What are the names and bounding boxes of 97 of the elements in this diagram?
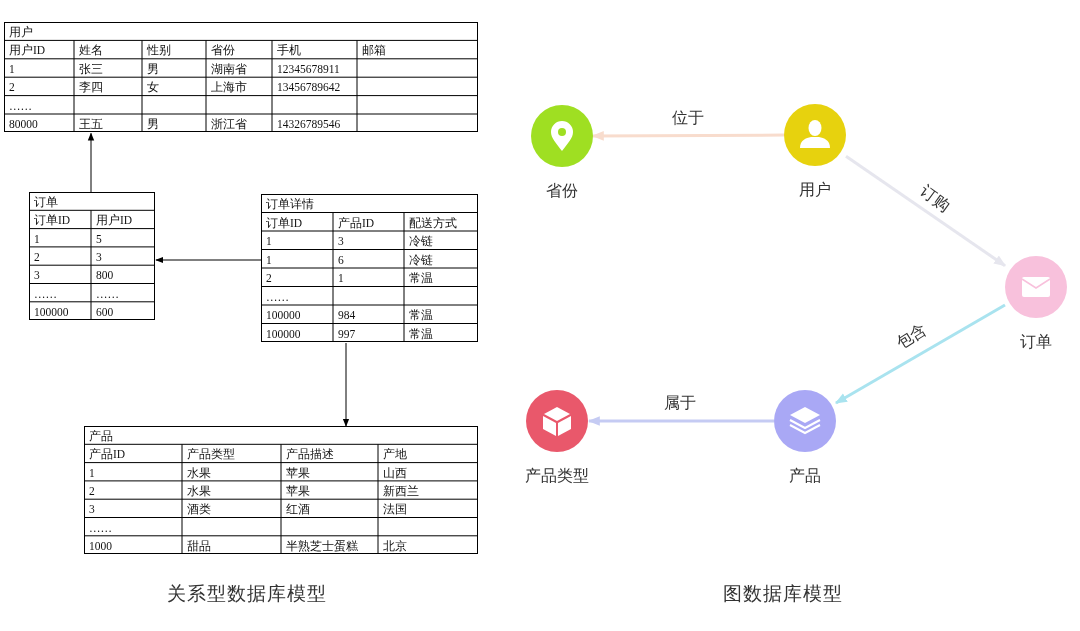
cell-text: 12345678911 bbox=[276, 61, 340, 77]
cell-text: 苹果 bbox=[285, 483, 310, 499]
cell-text: 冷链 bbox=[408, 234, 433, 249]
node-label: 订单 bbox=[1020, 332, 1052, 353]
cell-text: 常温 bbox=[408, 326, 433, 342]
arrow bbox=[845, 155, 1006, 267]
cell-text: 产品类型 bbox=[186, 447, 235, 463]
cell-text: 984 bbox=[337, 308, 356, 323]
arrow bbox=[87, 132, 95, 193]
cell-text: 14326789546 bbox=[276, 117, 341, 132]
caption: 图数据库模型 bbox=[723, 581, 843, 606]
cell-text: …… bbox=[95, 286, 119, 302]
cell-text: 997 bbox=[337, 326, 356, 342]
cell-text: 100000 bbox=[265, 326, 301, 342]
node-label: 用户 bbox=[799, 180, 831, 201]
cell-text: 100000 bbox=[265, 308, 301, 323]
cell-text: 红酒 bbox=[285, 502, 310, 518]
cell-text: 湖南省 bbox=[210, 61, 247, 77]
cell-text: 配送方式 bbox=[408, 215, 457, 231]
cell-text: 手机 bbox=[276, 43, 301, 59]
node-label: 产品类型 bbox=[525, 466, 589, 487]
edge-label: 位于 bbox=[670, 107, 706, 129]
cell-text: 常温 bbox=[408, 271, 433, 286]
cell-text: 甜品 bbox=[186, 538, 211, 554]
cell-text: 5 bbox=[95, 231, 102, 247]
cell-text: 800 bbox=[95, 268, 114, 284]
cell-text: 省份 bbox=[210, 43, 235, 59]
cell-text: 水果 bbox=[186, 465, 211, 481]
data-table bbox=[84, 426, 478, 555]
cell-text: 苹果 bbox=[285, 465, 310, 481]
cell-text: 2 bbox=[33, 249, 40, 265]
cell-text: 3 bbox=[88, 502, 95, 518]
cell-text: 3 bbox=[33, 268, 40, 284]
cell-text: 2 bbox=[88, 483, 95, 499]
cell-text: 产品ID bbox=[337, 215, 375, 231]
cell-text: 浙江省 bbox=[210, 117, 247, 132]
table-title: 订单详情 bbox=[265, 197, 314, 212]
cell-text: 常温 bbox=[408, 308, 433, 323]
cell-text: 产品描述 bbox=[285, 447, 334, 463]
cell-text: 600 bbox=[95, 304, 114, 320]
cell-text: 产品ID bbox=[88, 447, 126, 463]
arrow bbox=[834, 303, 1006, 405]
cell-text: …… bbox=[265, 289, 289, 305]
arrow bbox=[591, 131, 784, 141]
cell-text: 2 bbox=[265, 271, 272, 286]
cell-text: 2 bbox=[8, 80, 15, 96]
cell-text: 1 bbox=[8, 61, 15, 77]
cell-text: 男 bbox=[146, 61, 159, 77]
node-label: 省份 bbox=[546, 181, 578, 202]
cell-text: 男 bbox=[146, 117, 159, 132]
data-table bbox=[4, 22, 478, 133]
cell-text: …… bbox=[33, 286, 57, 302]
arrow bbox=[155, 256, 262, 264]
cell-text: 用户ID bbox=[8, 43, 46, 59]
cell-text: 女 bbox=[146, 80, 159, 96]
cell-text: 80000 bbox=[8, 117, 38, 132]
cell-text: 王五 bbox=[78, 117, 103, 132]
table-title: 用户 bbox=[8, 25, 33, 40]
cell-text: 1 bbox=[33, 231, 40, 247]
cell-text: 13456789642 bbox=[276, 80, 341, 96]
cell-text: 3 bbox=[337, 234, 344, 249]
cell-text: 3 bbox=[95, 249, 102, 265]
cell-text: 订单ID bbox=[265, 215, 303, 231]
cell-text: 半熟芝士蛋糕 bbox=[285, 538, 358, 554]
cell-text: 李四 bbox=[78, 80, 103, 96]
cell-text: 山西 bbox=[382, 465, 407, 481]
cell-text: 用户ID bbox=[95, 213, 133, 229]
arrow bbox=[342, 342, 350, 427]
cell-text: 1 bbox=[265, 252, 272, 268]
table-title: 产品 bbox=[88, 429, 113, 444]
data-table bbox=[261, 194, 478, 342]
cell-text: 订单ID bbox=[33, 213, 71, 229]
node-label: 产品 bbox=[789, 466, 821, 487]
cell-text: 性别 bbox=[146, 43, 171, 59]
cell-text: 1 bbox=[337, 271, 344, 286]
cell-text: 上海市 bbox=[210, 80, 247, 96]
cell-text: 新西兰 bbox=[382, 483, 419, 499]
arrow bbox=[587, 416, 774, 426]
cell-text: 6 bbox=[337, 252, 344, 268]
cell-text: 酒类 bbox=[186, 502, 211, 518]
cell-text: 100000 bbox=[33, 304, 69, 320]
cell-text: 1 bbox=[88, 465, 95, 481]
cell-text: 法国 bbox=[382, 502, 407, 518]
cell-text: 1 bbox=[265, 234, 272, 249]
cell-text: 邮箱 bbox=[361, 43, 386, 59]
cell-text: 冷链 bbox=[408, 252, 433, 268]
cell-text: 北京 bbox=[382, 538, 407, 554]
data-table bbox=[29, 192, 155, 321]
cell-text: 张三 bbox=[78, 61, 103, 77]
cell-text: 姓名 bbox=[78, 43, 103, 59]
cell-text: 产地 bbox=[382, 447, 407, 463]
table-title: 订单 bbox=[33, 195, 58, 210]
caption: 关系型数据库模型 bbox=[167, 581, 327, 606]
cell-text: …… bbox=[8, 98, 32, 114]
cell-text: …… bbox=[88, 520, 112, 536]
cell-text: 1000 bbox=[88, 538, 112, 554]
cell-text: 水果 bbox=[186, 483, 211, 499]
